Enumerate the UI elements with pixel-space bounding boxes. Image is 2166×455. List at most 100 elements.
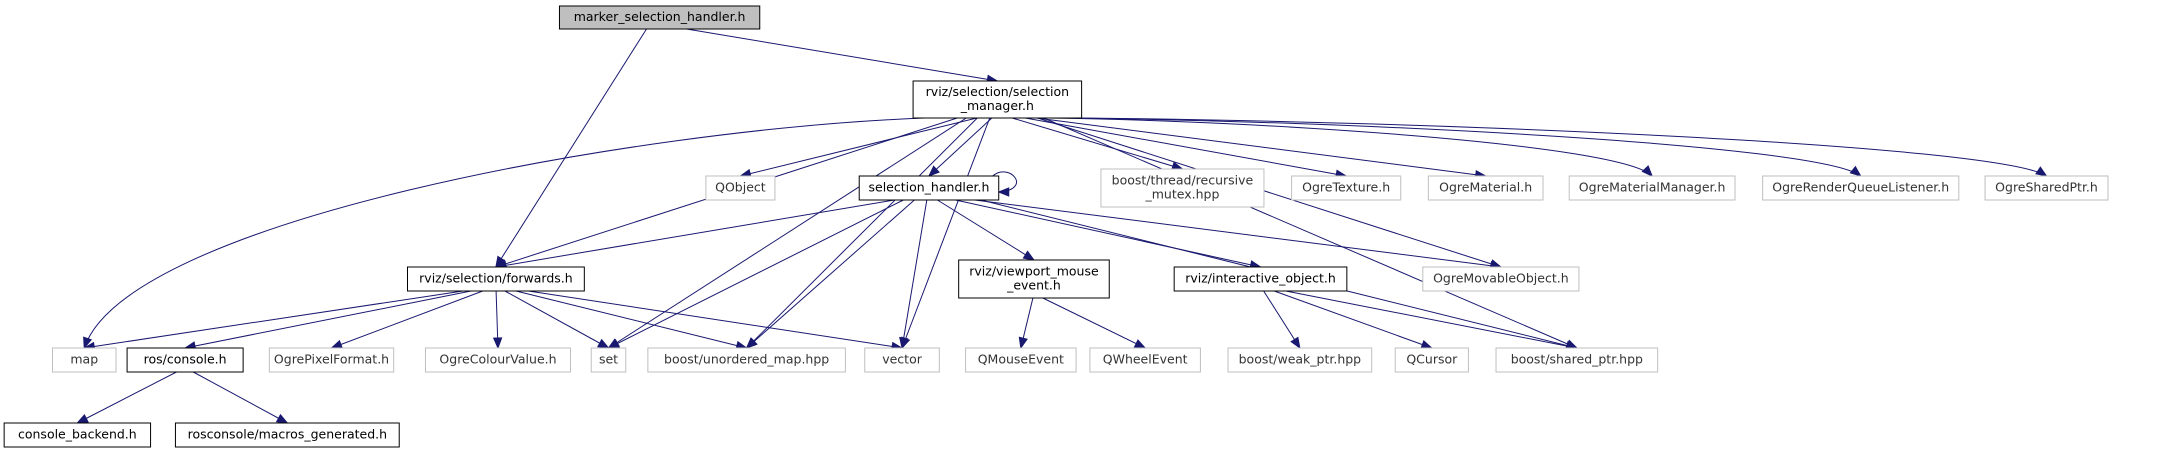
node-box: [51, 347, 117, 373]
node-ogre-render-queue-listener: OgreRenderQueueListener.h: [1762, 175, 1960, 201]
edge-line: [331, 290, 483, 349]
node-box: [705, 175, 776, 201]
node-interactive-object[interactable]: rviz/interactive_object.h: [1173, 266, 1348, 292]
edge-interactive-object-to-boost-shared-ptr: [1285, 290, 1579, 351]
edge-line: [974, 199, 1501, 268]
node-qwheel-event: QWheelEvent: [1089, 347, 1201, 373]
node-label: _mutex.hpp: [1145, 187, 1220, 202]
node-qmouse-event: QMouseEvent: [965, 347, 1077, 373]
node-forwards[interactable]: rviz/selection/forwards.h: [407, 266, 585, 292]
edge-line: [608, 199, 904, 349]
node-boost-recursive-mutex: boost/thread/recursive_mutex.hpp: [1100, 168, 1265, 208]
node-box: [174, 422, 400, 448]
edge-selection-manager-to-selection-handler: [927, 117, 993, 177]
edge-line: [1042, 297, 1146, 349]
edge-selection-handler-to-vector: [899, 199, 928, 350]
node-label: OgreSharedPtr.h: [1995, 180, 2098, 195]
node-label: QWheelEvent: [1103, 352, 1188, 367]
edge-arrowhead: [83, 336, 93, 350]
node-label: QMouseEvent: [978, 352, 1064, 367]
edge-line: [1012, 117, 1183, 170]
node-label: boost/thread/recursive: [1112, 173, 1254, 188]
node-viewport-mouse-event[interactable]: rviz/viewport_mouse_event.h: [958, 259, 1110, 299]
edge-selection-handler-to-viewport-mouse-event: [937, 199, 1036, 261]
edge-arrowhead: [927, 165, 940, 177]
edge-line: [1274, 290, 1432, 349]
node-ogre-shared-ptr: OgreSharedPtr.h: [1984, 175, 2109, 201]
node-label: set: [599, 352, 618, 367]
edge-viewport-mouse-event-to-qwheel-event: [1042, 297, 1147, 349]
node-box: [126, 347, 244, 373]
node-box: [1568, 175, 1736, 201]
edge-line: [495, 199, 895, 268]
node-box: [912, 80, 1083, 119]
edge-viewport-mouse-event-to-qmouse-event: [1018, 297, 1034, 350]
edge-arrowhead: [899, 336, 909, 350]
edge-selection-manager-to-ogre-render-queue-listener: [1066, 117, 1862, 177]
node-ogre-texture: OgreTexture.h: [1291, 175, 1402, 201]
edges-layer: [76, 28, 2048, 424]
edge-line: [1049, 117, 1653, 177]
node-label: marker_selection_handler.h: [574, 9, 746, 24]
edge-selection-manager-to-set: [607, 117, 967, 349]
edge-line: [937, 199, 1035, 261]
node-qobject: QObject: [705, 175, 776, 201]
edge-line: [1077, 117, 2047, 177]
edge-forwards-to-ros-console: [183, 290, 472, 351]
node-box: [965, 347, 1077, 373]
edge-line: [901, 199, 928, 349]
edge-line: [1263, 290, 1301, 349]
edge-selection-manager-to-ogre-material-manager: [1049, 117, 1654, 177]
node-box: [3, 422, 152, 448]
node-label: boost/unordered_map.hpp: [664, 352, 829, 367]
node-ogre-material: OgreMaterial.h: [1427, 175, 1544, 201]
edge-selection-manager-to-qobject: [739, 117, 977, 179]
edge-selection-handler-to-ogre-movable-object: [974, 199, 1503, 271]
node-box: [590, 347, 627, 373]
edge-line: [1066, 117, 1862, 177]
node-boost-unordered-map: boost/unordered_map.hpp: [647, 347, 846, 373]
edge-line: [686, 28, 998, 82]
edge-line: [1043, 117, 1578, 349]
node-map: map: [51, 347, 117, 373]
node-label: QObject: [715, 180, 766, 195]
node-box: [1984, 175, 2109, 201]
edge-line: [901, 117, 991, 349]
edge-arrowhead: [1018, 336, 1028, 350]
edge-arrowhead: [275, 413, 289, 424]
edge-line: [1025, 117, 1347, 177]
node-marker-selection-handler[interactable]: marker_selection_handler.h: [558, 5, 761, 30]
node-box: [864, 347, 940, 373]
edge-selection-manager-to-vector: [901, 117, 991, 350]
node-ros-console[interactable]: ros/console.h: [126, 347, 244, 373]
edge-arrowhead: [1290, 336, 1301, 350]
node-qcursor: QCursor: [1394, 347, 1469, 373]
edge-arrowhead: [2035, 166, 2048, 177]
node-box: [268, 347, 395, 373]
node-label: rviz/selection/selection: [926, 84, 1069, 99]
edge-line: [84, 290, 464, 349]
node-selection-manager[interactable]: rviz/selection/selection_manager.h: [912, 80, 1083, 119]
edge-arrowhead: [1022, 250, 1036, 261]
node-selection-handler[interactable]: selection_handler.h: [858, 175, 1000, 201]
edge-selection-handler-to-boost-unordered-map: [745, 199, 915, 349]
node-box: [407, 266, 585, 292]
node-ogre-material-manager: OgreMaterialManager.h: [1568, 175, 1736, 201]
node-set: set: [590, 347, 627, 373]
edge-arrowhead: [1420, 339, 1434, 349]
node-label: rosconsole/macros_generated.h: [188, 427, 387, 442]
node-label: boost/weak_ptr.hpp: [1239, 352, 1362, 367]
edge-forwards-to-ogre-colour-value: [492, 290, 503, 350]
node-boost-weak-ptr: boost/weak_ptr.hpp: [1227, 347, 1373, 373]
edge-arrowhead: [597, 338, 610, 349]
edge-selection-handler-to-selection-handler: [992, 171, 1017, 197]
edge-line: [746, 117, 978, 349]
edge-ros-console-to-console-backend: [76, 371, 177, 424]
node-label: OgreMaterialManager.h: [1579, 180, 1726, 195]
node-ogre-pixel-format: OgrePixelFormat.h: [268, 347, 395, 373]
node-macros-generated[interactable]: rosconsole/macros_generated.h: [174, 422, 400, 448]
node-label: OgreMaterial.h: [1439, 180, 1532, 195]
node-console-backend[interactable]: console_backend.h: [3, 422, 152, 448]
node-box: [1227, 347, 1373, 373]
node-label: _event.h: [1006, 278, 1061, 293]
